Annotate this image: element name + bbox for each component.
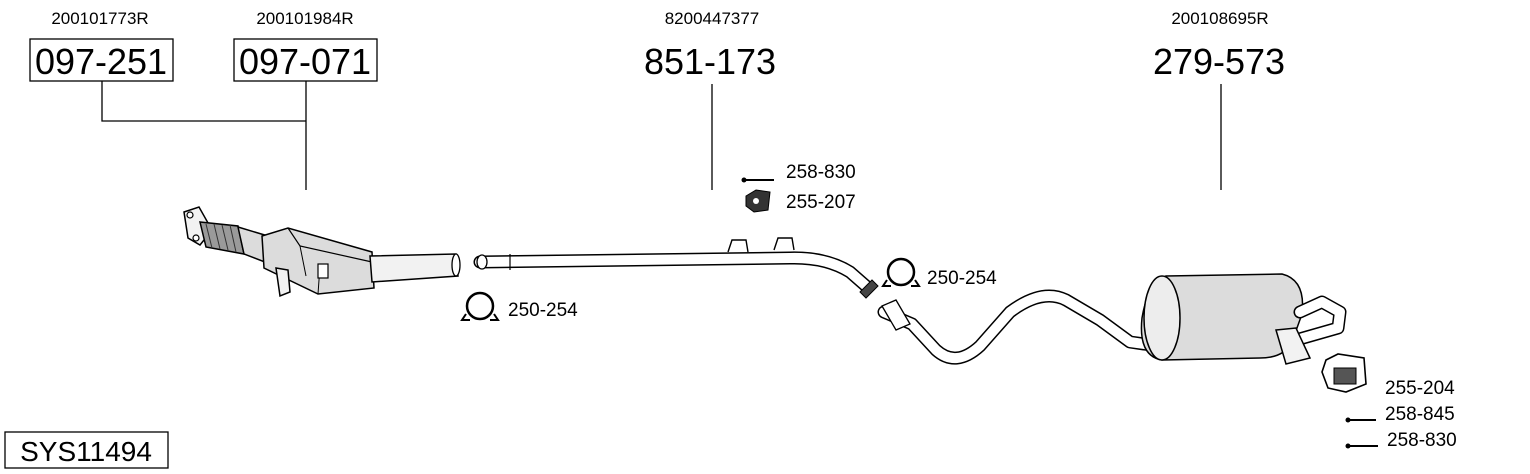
clamp-250-254-mid[interactable] (881, 257, 921, 287)
part-box-dpf (233, 38, 378, 82)
rubber-mount-255-204[interactable] (1321, 353, 1367, 393)
label-bolt-top: 258-830 (786, 162, 856, 183)
part-box-catalyst (29, 38, 174, 82)
rear-silencer-assembly[interactable] (877, 273, 1347, 365)
oem-number-centre-pipe: 8200447377 (665, 9, 760, 28)
oem-number-dpf: 200101984R (256, 9, 353, 28)
oem-number-catalyst: 200101773R (51, 9, 148, 28)
bolt-258-845[interactable] (1345, 417, 1377, 423)
label-mount-top: 255-207 (786, 192, 856, 213)
bolt-258-830-rear[interactable] (1345, 443, 1379, 449)
label-clamp-left: 250-254 (508, 300, 578, 321)
part-number-centre-pipe[interactable]: 851-173 (644, 41, 776, 82)
system-code: SYS11494 (20, 436, 152, 467)
front-catalyst-assembly[interactable] (183, 206, 461, 298)
label-bolt-rear-2: 258-830 (1387, 430, 1457, 451)
oem-number-rear-silencer: 200108695R (1171, 9, 1268, 28)
clamp-250-254-left[interactable] (460, 291, 500, 321)
bolt-258-830-top[interactable] (741, 177, 775, 183)
label-mount-rear: 255-204 (1385, 378, 1455, 399)
system-code-box (4, 431, 169, 469)
leader-line-catalyst-dpf (101, 81, 307, 190)
part-number-rear-silencer[interactable]: 279-573 (1153, 41, 1285, 82)
rubber-mount-255-207[interactable] (745, 189, 771, 213)
label-bolt-rear-1: 258-845 (1385, 404, 1455, 425)
part-number-dpf[interactable]: 097-071 (239, 41, 371, 82)
label-clamp-mid: 250-254 (927, 268, 997, 289)
part-number-catalyst[interactable]: 097-251 (35, 41, 167, 82)
centre-pipe[interactable] (473, 237, 879, 299)
